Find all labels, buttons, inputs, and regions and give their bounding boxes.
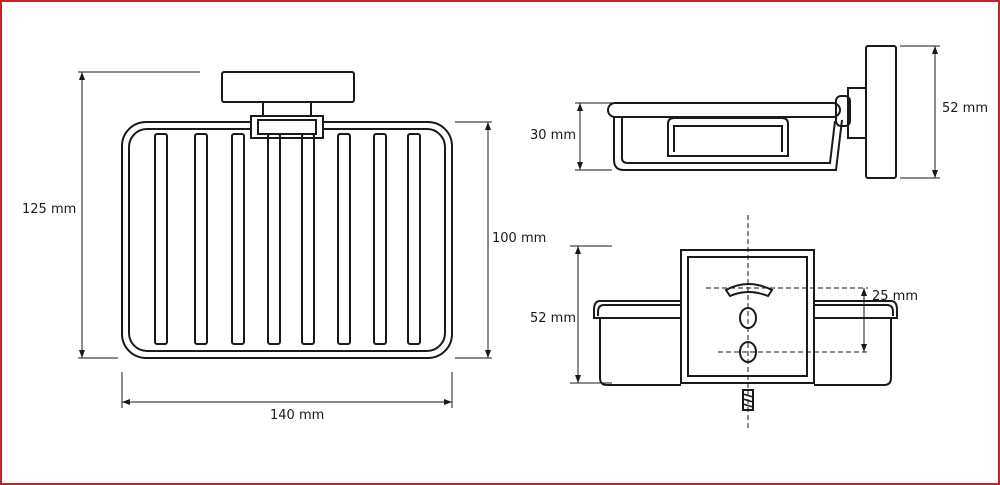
back-dimension-lines: [570, 245, 867, 384]
front-dimension-lines: [78, 71, 492, 408]
front-view: [121, 71, 453, 359]
back-left-rail: [593, 300, 681, 319]
side-mount-block: [847, 87, 867, 139]
label-140mm: 140 mm: [270, 408, 325, 423]
label-25mm: 25 mm: [872, 289, 919, 304]
label-30mm: 30 mm: [530, 128, 577, 143]
label-100mm: 100 mm: [492, 231, 547, 246]
back-right-rail: [814, 300, 898, 319]
back-center-lines: [706, 215, 868, 430]
front-basket-bars: [154, 133, 421, 345]
front-clamp-outer: [250, 115, 324, 139]
side-wall-plate: [865, 45, 897, 179]
label-52mm-back: 52 mm: [530, 311, 577, 326]
side-basket-body: [613, 117, 843, 171]
side-inner-bar: [667, 117, 789, 157]
front-clamp-inner: [257, 119, 317, 135]
front-wall-plate: [221, 71, 355, 103]
front-basket-outer: [121, 121, 453, 359]
side-view: [607, 45, 897, 179]
front-basket-inner: [128, 128, 446, 352]
side-clamp: [835, 95, 851, 127]
back-view: [593, 249, 898, 411]
side-top-rail: [607, 102, 841, 118]
side-dimension-lines: [575, 45, 940, 179]
label-52mm-side: 52 mm: [942, 101, 989, 116]
label-125mm: 125 mm: [22, 202, 77, 217]
keyhole-slot: [724, 283, 774, 298]
